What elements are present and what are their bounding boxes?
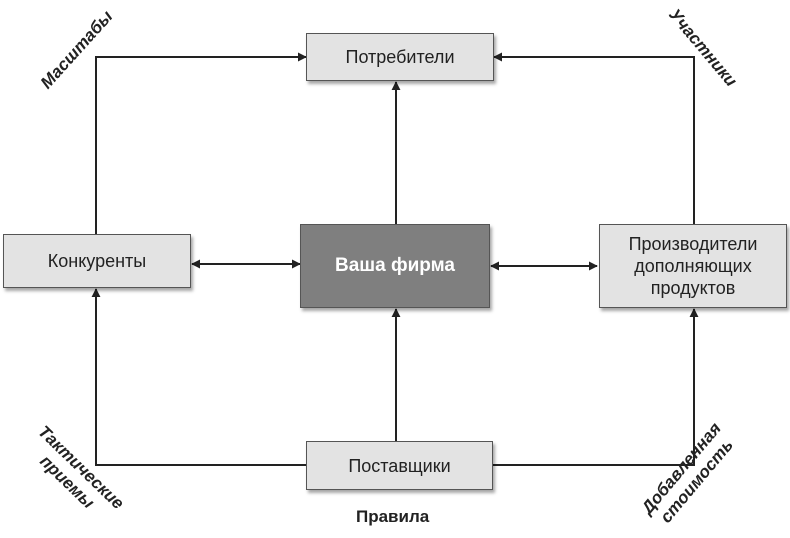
complementors-label: Производители дополняющих продуктов <box>628 234 758 298</box>
suppliers-box: Поставщики <box>306 441 493 490</box>
consumers-box: Потребители <box>306 33 494 81</box>
firm-box: Ваша фирма <box>300 224 490 308</box>
arrow-competitors-to-consumers <box>95 52 307 234</box>
complementors-box: Производители дополняющих продуктов <box>599 224 787 308</box>
rules-label: Правила <box>356 507 430 526</box>
arrow-suppliers-to-complementors <box>493 308 699 466</box>
suppliers-label: Поставщики <box>348 455 451 476</box>
competitors-box: Конкуренты <box>3 234 191 288</box>
arrow-complementors-to-consumers <box>493 52 695 224</box>
consumers-label: Потребители <box>345 47 455 67</box>
competitors-label: Конкуренты <box>47 251 147 271</box>
firm-label: Ваша фирма <box>334 255 455 276</box>
arrow-suppliers-to-competitors <box>91 288 306 466</box>
